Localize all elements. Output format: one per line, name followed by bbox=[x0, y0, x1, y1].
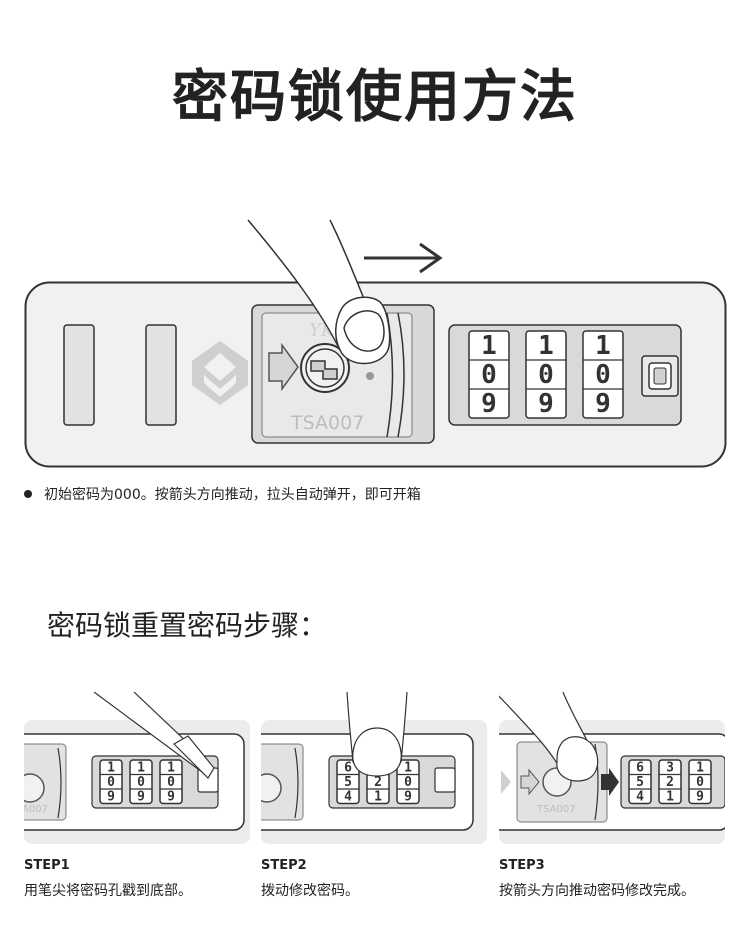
main-dial-3[interactable] bbox=[582, 330, 624, 419]
usage-note: 初始密码为000。按箭头方向推动，拉头自动弹开，即可开箱 bbox=[24, 484, 421, 504]
bullet-dot bbox=[24, 490, 32, 498]
push-direction-icon bbox=[601, 768, 619, 796]
step3-dial-digit: 0 bbox=[696, 775, 704, 790]
step2-dial-3[interactable] bbox=[396, 759, 420, 805]
step1-tsa-code: A007 bbox=[24, 804, 48, 815]
step3-desc: 按箭头方向推动密码修改完成。 bbox=[499, 883, 695, 899]
step1-dial-digit: 9 bbox=[137, 790, 145, 805]
step3-tsa-code: TSA007 bbox=[536, 804, 576, 815]
main-dial-digit: 1 bbox=[595, 331, 611, 361]
main-dial-digit: 9 bbox=[595, 389, 611, 419]
step1-dial-digit: 9 bbox=[167, 790, 175, 805]
step1-dial-digit: 0 bbox=[137, 775, 145, 790]
main-dial-digit: 9 bbox=[538, 389, 554, 419]
step2-dial-digit: 1 bbox=[374, 790, 382, 805]
step1-dial-digit: 0 bbox=[167, 775, 175, 790]
step1-dial-1[interactable] bbox=[99, 759, 123, 805]
step3-label: STEP3 bbox=[499, 858, 545, 873]
step1-dial-2[interactable] bbox=[129, 759, 153, 805]
tsa-logo-icon bbox=[192, 341, 248, 405]
slot-left bbox=[63, 324, 95, 426]
step1-dial-digit: 1 bbox=[137, 761, 145, 776]
tsa-code: TSA007 bbox=[290, 412, 364, 434]
main-dial-digit: 0 bbox=[595, 360, 611, 390]
main-dial-digit: 1 bbox=[481, 331, 497, 361]
step3-dial-3[interactable] bbox=[688, 759, 712, 805]
step3-dial-digit: 9 bbox=[696, 790, 704, 805]
step3-dial-digit: 6 bbox=[636, 761, 644, 776]
reset-section-title: 密码锁重置密码步骤： bbox=[47, 609, 328, 642]
step1-dial-3[interactable] bbox=[159, 759, 183, 805]
step1-dial-digit: 9 bbox=[107, 790, 115, 805]
step3-dial-2[interactable] bbox=[658, 759, 682, 805]
step2-dial-digit: 6 bbox=[344, 761, 352, 776]
finger-icon bbox=[247, 219, 391, 365]
step2-dial-digit: 4 bbox=[344, 790, 352, 805]
step3-dial-digit: 2 bbox=[666, 775, 674, 790]
step2-dial-1[interactable] bbox=[336, 759, 360, 805]
step2-dial-digit: 0 bbox=[404, 775, 412, 790]
step3-dial-1[interactable] bbox=[628, 759, 652, 805]
note-text: 初始密码为000。按箭头方向推动，拉头自动弹开，即可开箱 bbox=[44, 487, 421, 503]
step2-dial-digit: 1 bbox=[404, 761, 412, 776]
main-dial-digit: 9 bbox=[481, 389, 497, 419]
direction-arrow-icon bbox=[268, 342, 299, 392]
step1-dial-digit: 1 bbox=[107, 761, 115, 776]
step2-dial-digit: 9 bbox=[404, 790, 412, 805]
step3-dial-digit: 1 bbox=[696, 761, 704, 776]
main-dial-digit: 0 bbox=[538, 360, 554, 390]
step1-desc: 用笔尖将密码孔戳到底部。 bbox=[24, 883, 192, 899]
main-dial-1[interactable] bbox=[468, 330, 510, 419]
step2-label: STEP2 bbox=[261, 858, 307, 873]
step2-dial-digit: 5 bbox=[344, 775, 352, 790]
step3-dial-digit: 4 bbox=[636, 790, 644, 805]
step2-dial-digit: 2 bbox=[374, 775, 382, 790]
step3-dial-digit: 1 bbox=[666, 790, 674, 805]
step1-label: STEP1 bbox=[24, 858, 70, 873]
step3-dial-digit: 5 bbox=[636, 775, 644, 790]
step1-dial-digit: 1 bbox=[167, 761, 175, 776]
main-dial-digit: 1 bbox=[538, 331, 554, 361]
step1-dial-digit: 0 bbox=[107, 775, 115, 790]
page-title: 密码锁使用方法 bbox=[172, 65, 578, 130]
step3-dial-digit: 3 bbox=[666, 761, 674, 776]
step2-desc: 拨动修改密码。 bbox=[261, 883, 359, 899]
slot-right bbox=[145, 324, 177, 426]
main-dial-2[interactable] bbox=[525, 330, 567, 419]
push-arrow-icon bbox=[364, 242, 443, 274]
main-dial-digit: 0 bbox=[481, 360, 497, 390]
